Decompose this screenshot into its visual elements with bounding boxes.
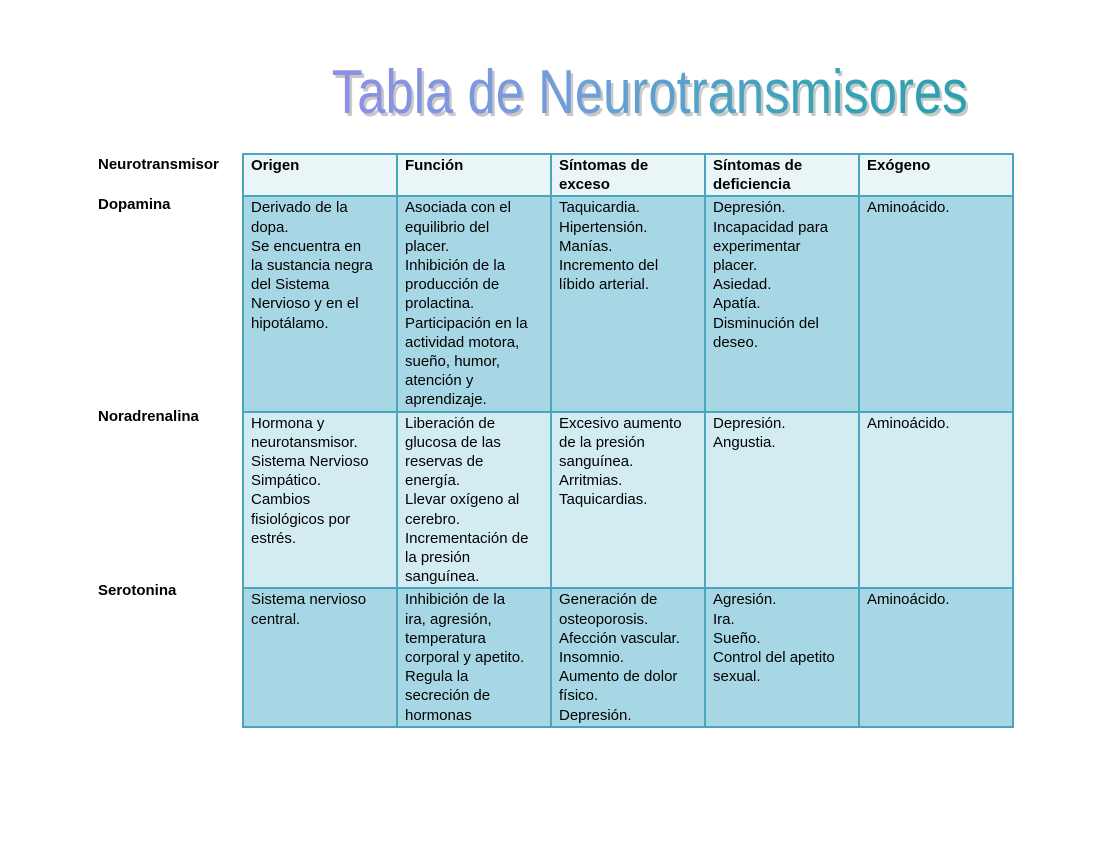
cell-deficiencia: Depresión. Incapacidad para experimentar…	[704, 195, 860, 413]
cell-exogeno: Aminoácido.	[858, 410, 1014, 590]
header-origen: Origen	[242, 152, 398, 198]
header-neurotransmisor: Neurotransmisor	[98, 156, 219, 173]
header-sintomas-deficiencia: Síntomas de deficiencia	[704, 152, 860, 198]
row-label-serotonina: Serotonina	[98, 582, 177, 599]
cell-origen: Derivado de la dopa. Se encuentra en la …	[242, 195, 398, 413]
cell-funcion: Liberación de glucosa de las reservas de…	[396, 410, 552, 590]
row-label-dopamina: Dopamina	[98, 196, 171, 213]
cell-exogeno: Aminoácido.	[858, 587, 1014, 728]
cell-exceso: Excesivo aumento de la presión sanguínea…	[550, 410, 706, 590]
cell-deficiencia: Depresión. Angustia.	[704, 410, 860, 590]
cell-funcion: Asociada con el equilibrio del placer. I…	[396, 195, 552, 413]
neurotransmitter-table: Origen Función Síntomas de exceso Síntom…	[242, 152, 1014, 728]
cell-funcion: Inhibición de la ira, agresión, temperat…	[396, 587, 552, 728]
document-title: Tabla de Neurotransmisores	[262, 58, 968, 128]
table-row: Sistema nervioso central. Inhibición de …	[242, 587, 1014, 728]
header-sintomas-exceso: Síntomas de exceso	[550, 152, 706, 198]
header-exogeno: Exógeno	[858, 152, 1014, 198]
table-row: Derivado de la dopa. Se encuentra en la …	[242, 195, 1014, 413]
table-header-row: Origen Función Síntomas de exceso Síntom…	[242, 152, 1014, 198]
cell-deficiencia: Agresión. Ira. Sueño. Control del apetit…	[704, 587, 860, 728]
table-row: Hormona y neurotansmisor. Sistema Nervio…	[242, 410, 1014, 590]
title-wordart: Tabla de Neurotransmisores	[331, 58, 968, 127]
cell-exceso: Taquicardia. Hipertensión. Manías. Incre…	[550, 195, 706, 413]
cell-exogeno: Aminoácido.	[858, 195, 1014, 413]
cell-origen: Sistema nervioso central.	[242, 587, 398, 728]
row-label-noradrenalina: Noradrenalina	[98, 408, 199, 425]
header-funcion: Función	[396, 152, 552, 198]
cell-exceso: Generación de osteoporosis. Afección vas…	[550, 587, 706, 728]
cell-origen: Hormona y neurotansmisor. Sistema Nervio…	[242, 410, 398, 590]
